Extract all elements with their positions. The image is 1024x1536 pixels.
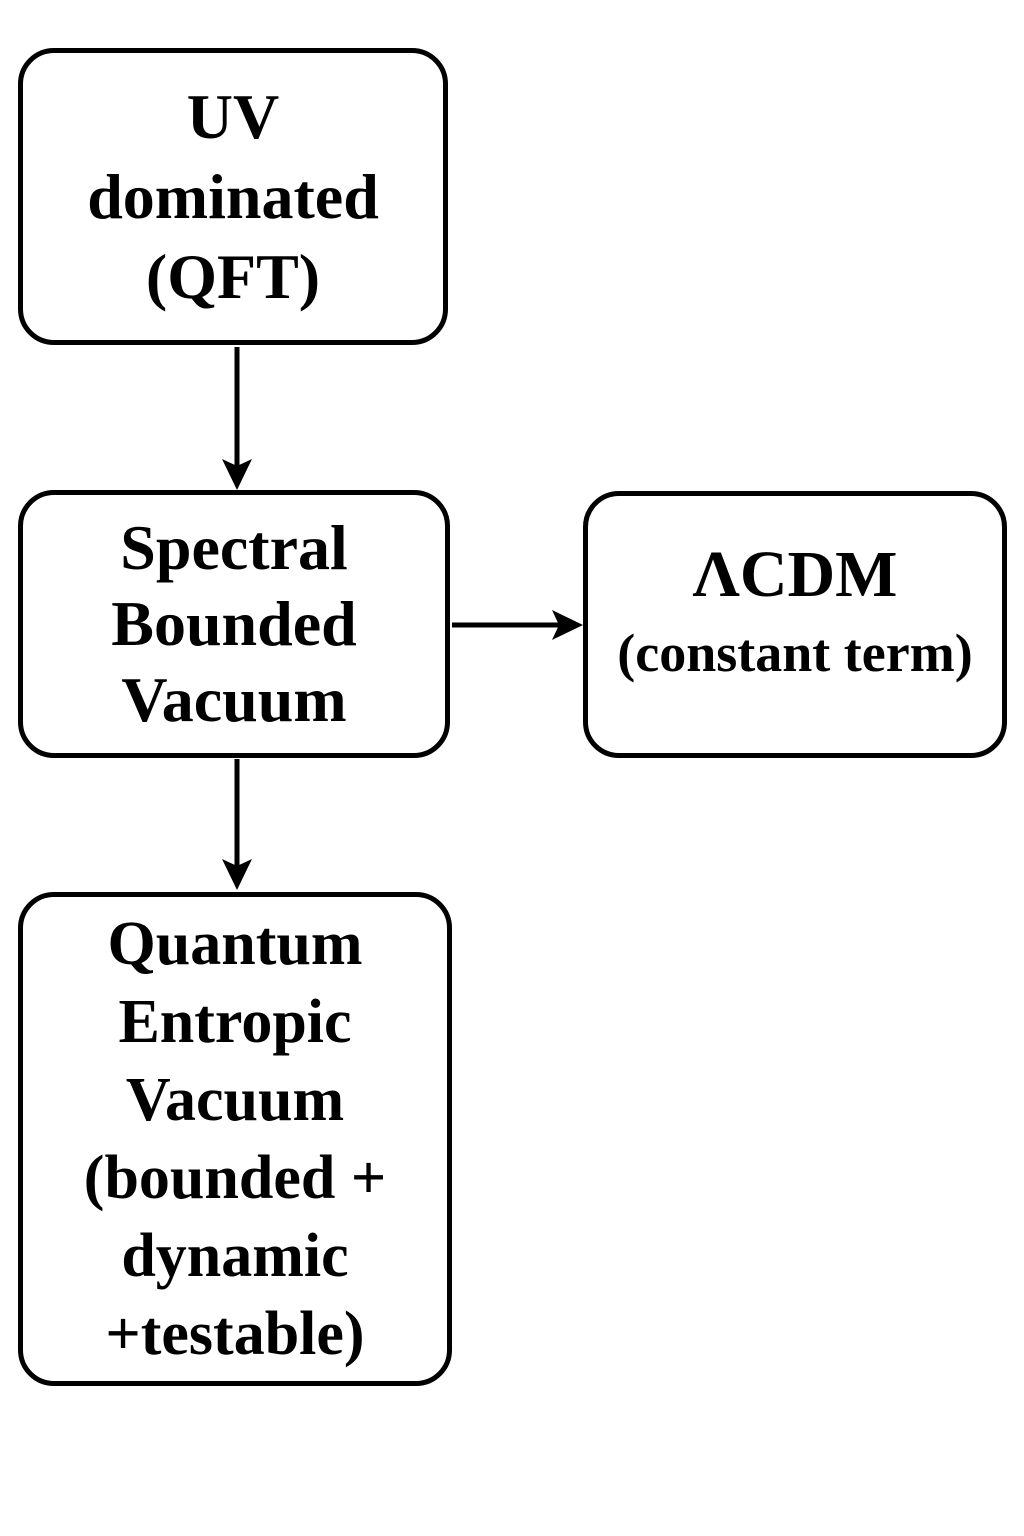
node-spectral-bounded-vacuum: Spectral Bounded Vacuum [18, 490, 450, 758]
node-lambda-cdm: ΛCDM (constant term) [583, 491, 1007, 758]
node-label-line: UV [186, 80, 280, 152]
node-label-line: (bounded + [83, 1144, 387, 1212]
node-label-line: Spectral [120, 512, 348, 583]
node-label-line: dynamic [121, 1222, 349, 1290]
node-title: ΛCDM [692, 537, 898, 611]
arrow-spectral-to-lcdm [452, 610, 583, 640]
node-label-line: +testable) [105, 1300, 365, 1368]
node-subtitle: (constant term) [617, 622, 973, 683]
node-label-line: Vacuum [125, 1066, 345, 1134]
node-label-line: Bounded [111, 588, 357, 659]
node-label-line: Quantum [107, 910, 363, 978]
node-label-line: dominated [87, 160, 379, 232]
node-label-line: Vacuum [121, 664, 347, 735]
node-label-line: (QFT) [145, 240, 321, 312]
arrow-uv-to-spectral [222, 347, 252, 490]
arrow-spectral-to-quantum [222, 759, 252, 890]
node-quantum-entropic-vacuum: Quantum Entropic Vacuum (bounded + dynam… [18, 892, 452, 1386]
node-uv-dominated-qft: UV dominated (QFT) [18, 48, 448, 345]
node-label-line: Entropic [118, 988, 352, 1056]
